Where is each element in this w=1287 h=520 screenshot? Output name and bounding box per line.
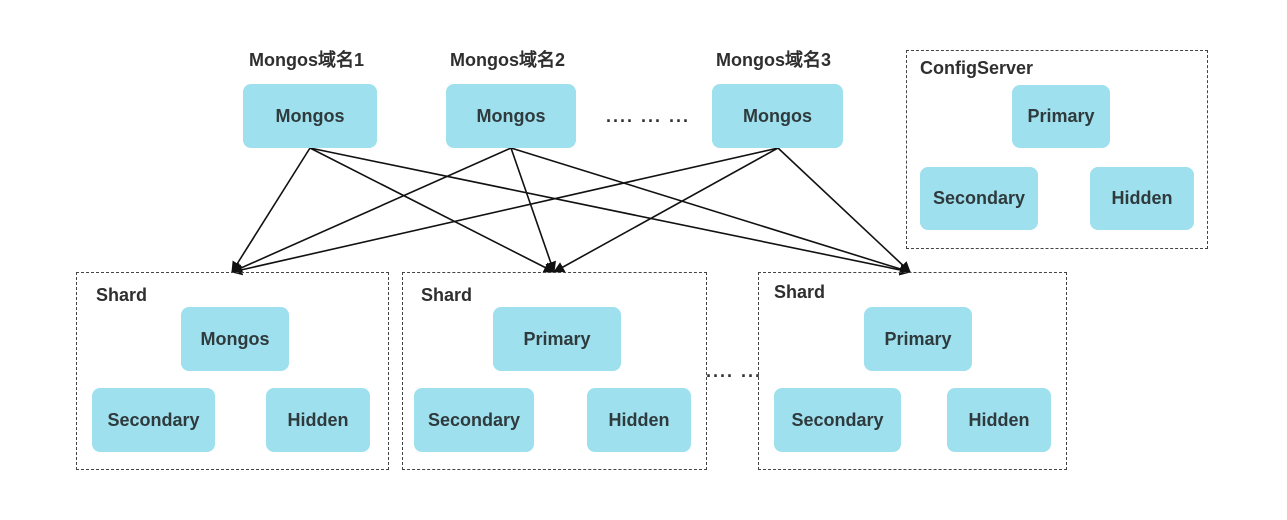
router2-node: Mongos [446, 84, 576, 148]
edge-router1-shard2 [309, 147, 555, 273]
shard3-secondary-node: Secondary [774, 388, 901, 452]
shard-ellipsis: .... ... [706, 361, 763, 381]
shard1-group [76, 272, 389, 470]
config-server-group [906, 50, 1208, 249]
edge-router1-shard1 [231, 147, 311, 273]
shard2-hidden-node: Hidden [587, 388, 691, 452]
shard1-secondary-node: Secondary [92, 388, 215, 452]
shard1-hidden-node: Hidden [266, 388, 370, 452]
router1-domain-label: Mongos域名1 [249, 50, 364, 70]
config-hidden-node: Hidden [1090, 167, 1194, 230]
edge-router1-shard3 [309, 147, 912, 276]
shard2-top-node: Primary [493, 307, 621, 371]
edge-router2-shard2 [510, 147, 556, 274]
shard3-hidden-node: Hidden [947, 388, 1051, 452]
router1-node: Mongos [243, 84, 377, 148]
shard2-title: Shard [421, 285, 473, 305]
edge-router2-shard1 [230, 147, 512, 274]
router-ellipsis: .... ... ... [606, 106, 691, 126]
shard1-top-node: Mongos [181, 307, 289, 371]
shard3-title: Shard [774, 282, 826, 302]
shard2-group [402, 272, 707, 470]
shard3-group [758, 272, 1067, 470]
config-secondary-node: Secondary [920, 167, 1038, 230]
edge-router2-shard3 [510, 147, 912, 275]
config-server-title: ConfigServer [920, 58, 1034, 78]
edge-router3-shard3 [777, 147, 911, 273]
router2-domain-label: Mongos域名2 [450, 50, 565, 70]
config-primary-node: Primary [1012, 85, 1110, 148]
shard3-top-node: Primary [864, 307, 972, 371]
shard1-title: Shard [96, 285, 148, 305]
edge-router3-shard1 [230, 147, 779, 276]
shard2-secondary-node: Secondary [414, 388, 534, 452]
router3-domain-label: Mongos域名3 [716, 50, 831, 70]
router3-node: Mongos [712, 84, 843, 148]
edge-router3-shard2 [553, 147, 779, 273]
